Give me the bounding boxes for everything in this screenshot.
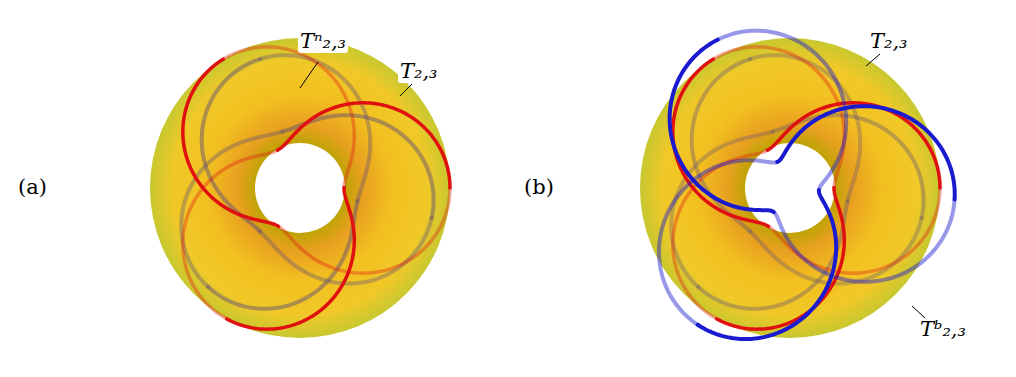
- torus-surface: [150, 38, 450, 338]
- knot-label: T₂,₃: [868, 30, 910, 53]
- leader-line: [912, 306, 925, 318]
- knot-label: Tᵇ₂,₃: [918, 318, 968, 341]
- leader-line: [400, 84, 412, 96]
- knot-label: T₂,₃: [398, 60, 440, 83]
- knot-label: Tⁿ₂,₃: [298, 30, 348, 53]
- binormal-knot: [659, 31, 955, 325]
- inner-knot: [692, 59, 924, 309]
- leader-line: [300, 62, 318, 88]
- trefoil-knot: [673, 59, 940, 329]
- panel-label: (a): [18, 176, 47, 199]
- binormal-knot: [670, 40, 955, 339]
- trefoil-knot: [183, 47, 450, 319]
- panel-label: (b): [524, 176, 554, 199]
- trefoil-knot: [673, 47, 940, 319]
- leader-line: [866, 54, 880, 66]
- normal-knot: [202, 59, 434, 309]
- trefoil-knot: [183, 59, 450, 329]
